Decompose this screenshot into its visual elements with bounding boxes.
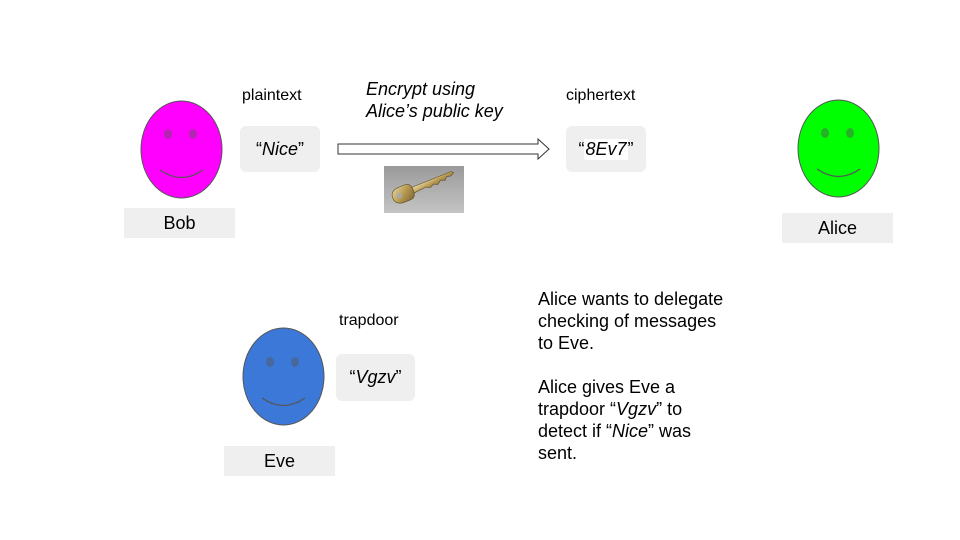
eve-face-icon (242, 327, 325, 426)
bob-face-icon (140, 100, 223, 199)
trapdoor-open-quote: “ (349, 367, 356, 387)
explanation-p2-after: ” was sent. (538, 421, 692, 463)
plaintext-box: “Nice” (240, 126, 320, 172)
right-arrow-icon (337, 138, 550, 160)
trapdoor-label: trapdoor (339, 312, 399, 329)
encrypt-caption: Encrypt using Alice’s public key (366, 78, 503, 122)
ciphertext-box: “8Ev7” (566, 126, 646, 172)
ciphertext-open-quote: “ (578, 138, 585, 159)
explanation-p2-middle: ” to detect if “ (538, 399, 683, 441)
explanation-paragraph-1: Alice wants to delegate checking of mess… (538, 289, 724, 353)
ciphertext-value: 8Ev7 (584, 138, 628, 160)
trapdoor-close-quote: ” (395, 367, 402, 387)
ciphertext-label: ciphertext (566, 87, 636, 104)
alice-face-icon (797, 99, 880, 198)
alice-name-label: Alice (782, 213, 893, 243)
encrypt-caption-line2: Alice’s public key (366, 101, 503, 121)
plaintext-value: Nice (261, 138, 298, 159)
plaintext-close-quote: ” (298, 138, 304, 159)
explanation-p2-before: Alice gives Eve a trapdoor “ (538, 377, 676, 419)
key-icon (384, 166, 464, 213)
ciphertext-close-quote: ” (627, 138, 634, 159)
explanation-text: Alice wants to delegate checking of mess… (538, 288, 728, 464)
trapdoor-value: Vgzv (355, 367, 396, 387)
explanation-p2-message: Nice (612, 421, 649, 441)
plaintext-label: plaintext (242, 87, 302, 104)
explanation-p2-trapdoor: Vgzv (616, 399, 657, 419)
encrypt-caption-line1: Encrypt using (366, 79, 476, 99)
plaintext-open-quote: “ (255, 138, 262, 159)
trapdoor-box: “Vgzv” (336, 354, 415, 401)
explanation-paragraph-2: Alice gives Eve a trapdoor “Vgzv” to det… (538, 376, 728, 464)
bob-name-label: Bob (124, 208, 235, 238)
eve-name-label: Eve (224, 446, 335, 476)
